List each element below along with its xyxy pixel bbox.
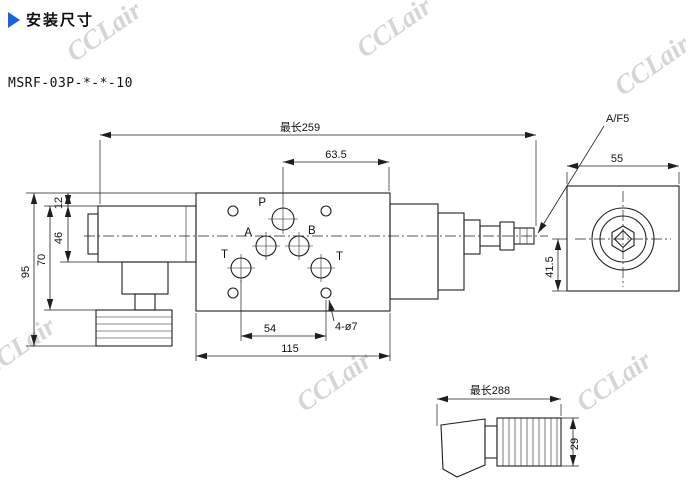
port-p-label: P xyxy=(258,197,266,209)
bolt-hole xyxy=(227,205,239,217)
dim-54: 54 xyxy=(264,323,276,335)
front-view: P A B T T xyxy=(20,121,548,361)
port-a-label: A xyxy=(244,227,252,239)
hex-af-label: A/F5 xyxy=(606,113,629,125)
relief-adjuster xyxy=(389,203,535,300)
square-drive xyxy=(613,229,633,249)
knob-collar xyxy=(484,425,498,459)
page-title: 安装尺寸 xyxy=(26,12,95,29)
port-t2-label: T xyxy=(336,251,343,263)
model-number: MSRF-03P-*-*-10 xyxy=(8,76,133,91)
port-t1-label: T xyxy=(221,249,228,261)
solenoid-coil xyxy=(97,205,197,263)
knob-extension-lines xyxy=(436,404,579,467)
bolt-hole xyxy=(320,287,332,299)
side-extension-lines xyxy=(552,172,680,292)
dim-55: 55 xyxy=(611,153,623,165)
dim-115: 115 xyxy=(281,343,299,355)
port-crosshairs xyxy=(227,204,335,282)
cable-gland-box xyxy=(95,309,173,347)
knob-lever xyxy=(440,418,486,478)
dim-overall-length: 最长259 xyxy=(280,121,320,134)
side-view: 55 41.5 A/F5 xyxy=(537,113,680,292)
section-header: 安装尺寸 xyxy=(8,9,94,30)
blue-arrow-icon xyxy=(8,11,20,28)
mounting-holes-label: 4-ø7 xyxy=(335,321,358,333)
dim-70: 70 xyxy=(36,254,48,266)
port-b-label: B xyxy=(308,225,316,237)
knob-view: 最长288 29 xyxy=(436,384,581,478)
dim-12: 12 xyxy=(53,197,65,209)
connector-neck xyxy=(134,293,156,311)
dim-46: 46 xyxy=(53,232,65,244)
dim-95: 95 xyxy=(20,266,32,278)
knurling-lines xyxy=(502,418,558,466)
dimension-lines xyxy=(30,131,536,360)
dim-29: 29 xyxy=(569,438,581,450)
side-view-body xyxy=(566,185,680,292)
knurled-knob xyxy=(496,417,562,467)
bolt-hole xyxy=(320,205,332,217)
afs-leader xyxy=(537,125,605,234)
ports xyxy=(227,204,335,299)
dim-knob-length: 最长288 xyxy=(470,384,510,397)
solenoid-endcap xyxy=(87,213,99,255)
bolt-hole xyxy=(227,287,239,299)
dim-41-5: 41.5 xyxy=(544,256,556,277)
extension-lines xyxy=(26,140,537,361)
din-connector xyxy=(121,261,169,295)
cable-gland-stripes xyxy=(96,316,172,339)
dim-63-5: 63.5 xyxy=(325,149,346,161)
